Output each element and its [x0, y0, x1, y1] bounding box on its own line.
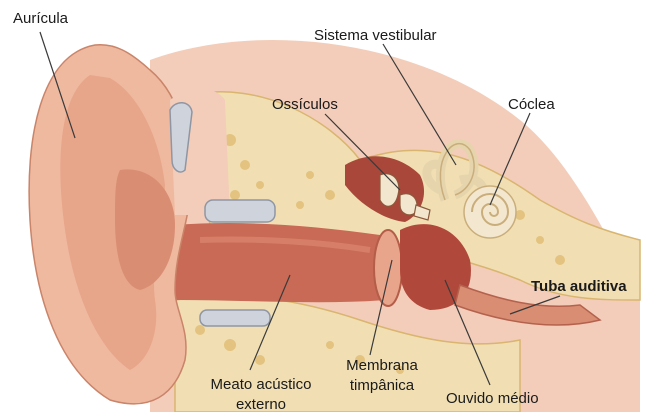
- label-ossiculos: Ossículos: [272, 96, 338, 113]
- label-membrana-timpanica: Membrana timpânica: [336, 357, 428, 394]
- label-membrana-line2: timpânica: [336, 377, 428, 394]
- label-meato-line1: Meato acústico: [197, 376, 325, 393]
- cartilage-piece: [205, 200, 275, 222]
- label-coclea: Cóclea: [508, 96, 555, 113]
- label-auricula: Aurícula: [13, 10, 68, 27]
- label-ouvido-medio: Ouvido médio: [446, 390, 539, 407]
- label-meato-line2: externo: [197, 396, 325, 413]
- tympanic-membrane: [374, 230, 402, 306]
- label-meato-acustico-externo: Meato acústico externo: [197, 376, 325, 413]
- cartilage-lower: [200, 310, 270, 326]
- cochlea-shape: [464, 186, 516, 238]
- label-membrana-line1: Membrana: [336, 357, 428, 374]
- ear-canal: [175, 223, 398, 302]
- label-tuba-auditiva: Tuba auditiva: [531, 278, 627, 295]
- label-sistema-vestibular: Sistema vestibular: [314, 27, 437, 44]
